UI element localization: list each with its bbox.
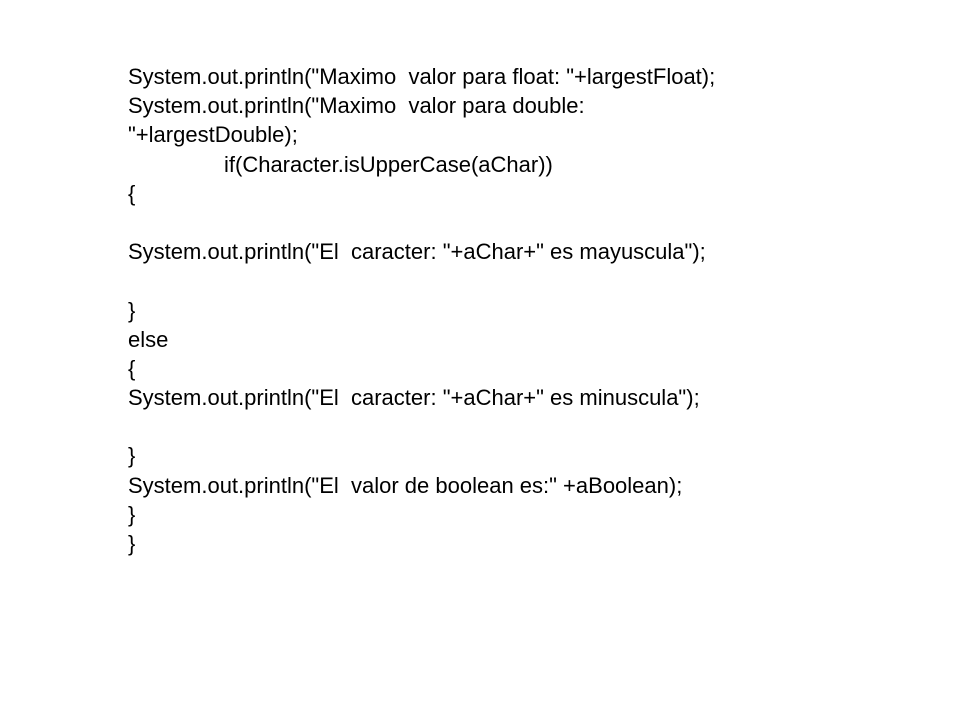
code-line-13-blank <box>128 412 928 441</box>
code-line-11: { <box>128 355 136 381</box>
code-line-9: } <box>128 297 136 323</box>
code-line-14: } <box>128 443 136 469</box>
code-line-17: } <box>128 531 136 556</box>
code-line-4: if(Character.isUpperCase(aChar)) <box>224 151 553 177</box>
code-line-12: System.out.println("El caracter: "+aChar… <box>128 385 700 411</box>
code-line-7: System.out.println("El caracter: "+aChar… <box>128 239 706 265</box>
code-block: System.out.println("Maximo valor para fl… <box>128 62 928 558</box>
code-line-16: } <box>128 501 136 527</box>
code-line-8-blank <box>128 266 928 295</box>
code-line-15: System.out.println("El valor de boolean … <box>128 472 683 498</box>
code-line-10: else <box>128 326 169 352</box>
code-line-1: System.out.println("Maximo valor para fl… <box>128 64 716 89</box>
code-line-3: "+largestDouble); <box>128 122 298 148</box>
code-line-5: { <box>128 180 136 206</box>
code-line-2: System.out.println("Maximo valor para do… <box>128 93 585 119</box>
code-line-6-blank <box>128 208 928 237</box>
